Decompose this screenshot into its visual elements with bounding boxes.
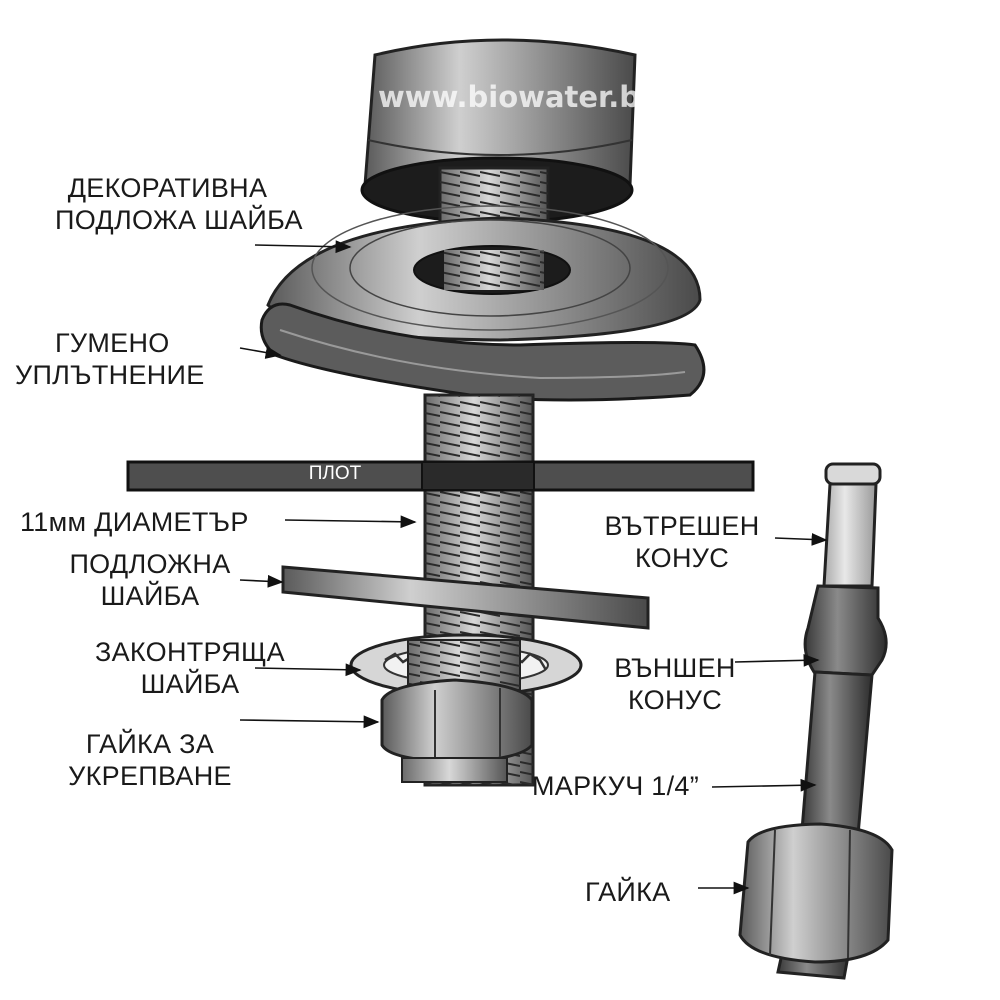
- inner-cone: [822, 462, 882, 588]
- arrow-base-washer: [239, 574, 284, 588]
- watermark-text: www.biowater.bg: [378, 80, 661, 114]
- label-decorative-washer-line2: ПОДЛОЖА ШАЙБА: [55, 205, 303, 235]
- label-rubber-seal: ГУМЕНО УПЛЪТНЕНИЕ: [15, 327, 205, 391]
- label-decorative-washer-line1: ДЕКОРАТИВНА: [67, 173, 268, 203]
- label-base-washer: ПОДЛОЖНА ШАЙБА: [55, 548, 245, 612]
- label-rubber-seal-line1: ГУМЕНО: [55, 328, 170, 358]
- arrow-rubber-seal: [239, 346, 282, 359]
- label-outer-cone-line1: ВЪНШЕН: [614, 653, 736, 683]
- arrow-lock-washer: [254, 663, 362, 677]
- arrow-diameter: [284, 515, 417, 529]
- label-mount-nut-line1: ГАЙКА ЗА: [85, 729, 215, 759]
- label-outer-cone: ВЪНШЕН КОНУС: [600, 652, 750, 716]
- label-lock-washer-line2: ШАЙБА: [140, 669, 240, 699]
- countertop-label: ПЛОТ: [308, 463, 362, 484]
- arrow-inner-cone: [774, 533, 828, 546]
- label-inner-cone-line2: КОНУС: [634, 543, 730, 573]
- decorative-washer: [266, 205, 702, 342]
- rubber-seal: [259, 302, 706, 402]
- arrow-hose: [711, 778, 817, 792]
- label-base-washer-line1: ПОДЛОЖНА: [69, 549, 231, 579]
- leader-lines: [239, 240, 828, 895]
- label-diameter: 11мм ДИАМЕТЪР: [20, 507, 249, 537]
- label-lock-washer: ЗАКОНТРЯЩА ШАЙБА: [80, 636, 300, 700]
- label-rubber-seal-line2: УПЛЪТНЕНИЕ: [15, 360, 205, 390]
- mounting-nut: [380, 678, 534, 783]
- hose-nut: [738, 822, 894, 964]
- countertop-plate: [126, 460, 755, 492]
- label-base-washer-line2: ШАЙБА: [100, 581, 200, 611]
- label-inner-cone: ВЪТРЕШЕН КОНУС: [592, 510, 772, 574]
- arrow-mount-nut: [239, 715, 380, 729]
- outer-cone: [803, 584, 888, 677]
- label-outer-cone-line2: КОНУС: [627, 685, 723, 715]
- label-mount-nut-line2: УКРЕПВАНЕ: [68, 761, 232, 791]
- arrow-decorative-washer: [254, 240, 352, 254]
- label-inner-cone-line1: ВЪТРЕШЕН: [604, 511, 760, 541]
- arrow-outer-cone: [734, 653, 820, 667]
- label-mount-nut: ГАЙКА ЗА УКРЕПВАНЕ: [50, 728, 250, 792]
- label-lock-washer-line1: ЗАКОНТРЯЩА: [95, 637, 285, 667]
- label-hose: МАРКУЧ 1/4”: [532, 771, 700, 801]
- label-decorative-washer: ДЕКОРАТИВНА ПОДЛОЖА ШАЙБА: [55, 172, 303, 236]
- label-nut: ГАЙКА: [585, 877, 671, 907]
